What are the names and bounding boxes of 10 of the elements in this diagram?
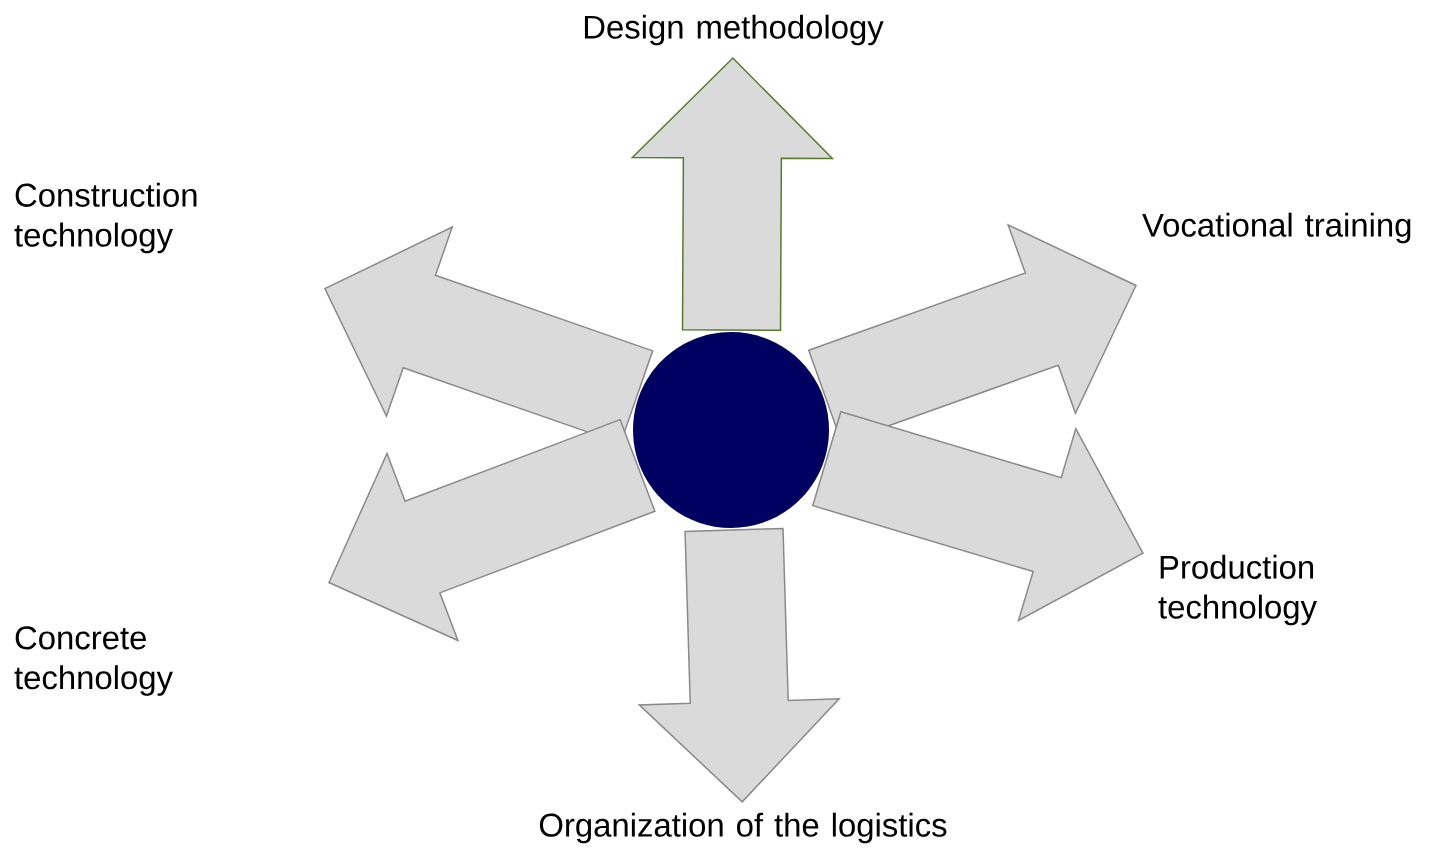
label-text: Design methodology (584, 14, 884, 46)
label-text: Construction technology (14, 182, 197, 254)
block-arrow (630, 56, 835, 331)
label-text: Production technology (1158, 554, 1317, 626)
circle (633, 332, 829, 528)
label-text: Organization of the logistics (539, 812, 947, 844)
block-arrow (637, 527, 841, 803)
block-arrow (327, 418, 656, 642)
label-text: Vocational training (1142, 212, 1411, 244)
label-text: Concrete technology (14, 626, 173, 696)
